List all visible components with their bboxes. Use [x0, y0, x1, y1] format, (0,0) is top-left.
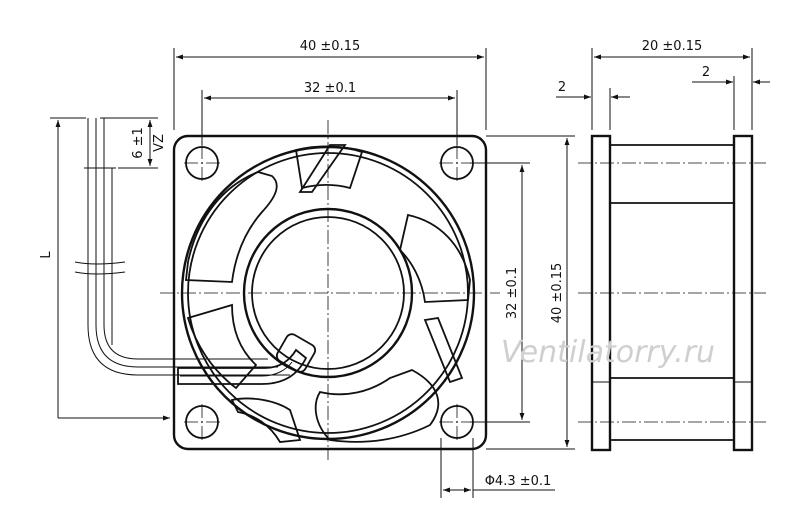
strut-bottom: [230, 397, 302, 443]
label-frame-width: 40 ±0.15: [300, 39, 361, 54]
strut-right: [423, 317, 464, 384]
side-view: [578, 134, 766, 452]
label-hole-diameter: Φ4.3 ±0.1: [485, 474, 552, 489]
wire-break-1: [74, 261, 126, 265]
strut-top: [298, 144, 347, 193]
label-lead-length: L: [39, 251, 54, 259]
lead-wires: [74, 118, 317, 385]
label-depth: 20 ±0.15: [642, 39, 703, 54]
wire-middle: [95, 118, 278, 368]
label-lead-strip: 6 ±1: [131, 127, 146, 159]
label-flange-right: 2: [702, 65, 710, 80]
front-view: [160, 120, 500, 460]
blade-4: [186, 303, 258, 390]
blade-1: [184, 171, 278, 283]
wire-entry-mid: [180, 361, 293, 377]
blade-2: [294, 145, 364, 190]
blade-5: [314, 369, 440, 443]
support-struts: [230, 144, 464, 443]
label-lead-tin: VZ: [152, 134, 167, 152]
wire-break-2: [74, 271, 126, 275]
blade-3: [399, 213, 471, 303]
dimension-lines: [50, 48, 770, 498]
wire-entry: [177, 348, 308, 385]
wire-outer: [87, 118, 290, 376]
frame-outline: [172, 134, 488, 451]
dimension-labels: 40 ±0.15 32 ±0.1 20 ±0.15 2 2 6 ±1 VZ 32…: [39, 39, 715, 489]
label-flange-left: 2: [558, 80, 566, 95]
fan-blades: [184, 145, 471, 443]
watermark-text: Ventilatorry.ru: [501, 335, 715, 370]
label-frame-height: 40 ±0.15: [550, 263, 565, 324]
wire-inner: [103, 118, 268, 360]
label-hole-spacing-top: 32 ±0.1: [304, 81, 356, 96]
label-hole-spacing-side: 32 ±0.1: [505, 267, 520, 319]
